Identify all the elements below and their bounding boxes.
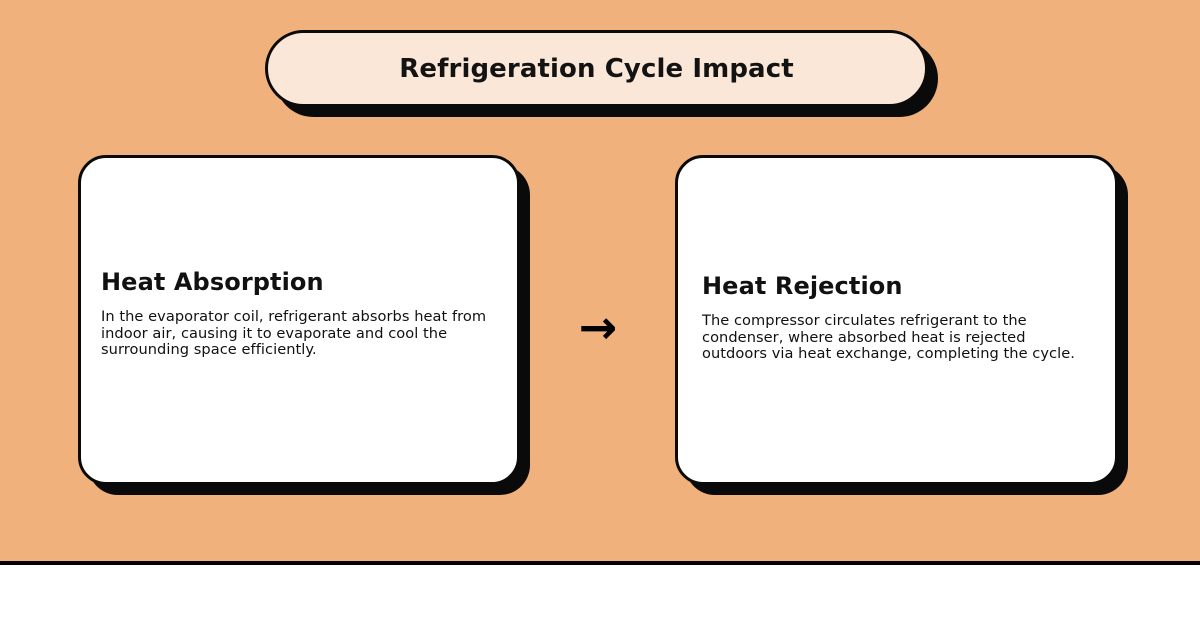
step-card-body-2: Heat Rejection The compressor circulates… (678, 272, 1115, 363)
title-pill: Refrigeration Cycle Impact (265, 30, 928, 107)
step-card-heat-rejection: Heat Rejection The compressor circulates… (675, 155, 1118, 485)
arrow-right-icon: → (578, 300, 618, 354)
page-title: Refrigeration Cycle Impact (399, 53, 794, 84)
step-heading-2: Heat Rejection (702, 272, 903, 300)
step-description-1: In the evaporator coil, refrigerant abso… (101, 308, 487, 359)
step-card-body-1: Heat Absorption In the evaporator coil, … (81, 268, 517, 359)
footer-area (0, 565, 1200, 630)
step-card-heat-absorption: Heat Absorption In the evaporator coil, … (78, 155, 520, 485)
step-heading-1: Heat Absorption (101, 268, 324, 296)
footer-divider (0, 561, 1200, 565)
step-description-2: The compressor circulates refrigerant to… (702, 312, 1075, 363)
